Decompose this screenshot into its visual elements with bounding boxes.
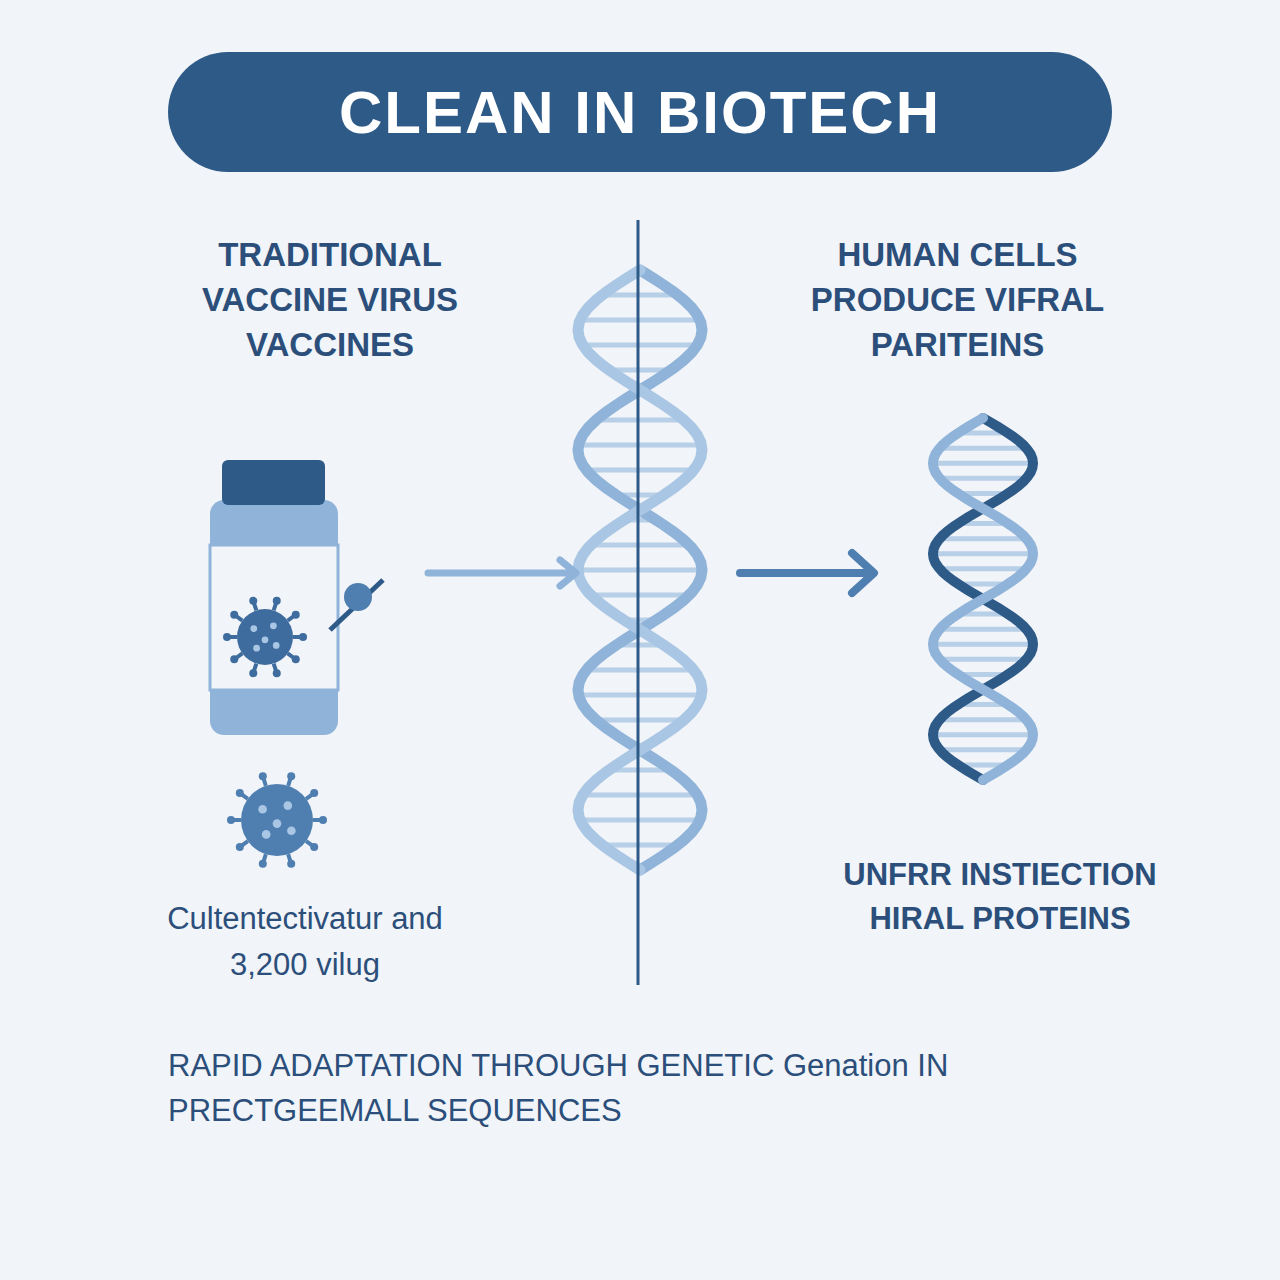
arrow bbox=[740, 553, 874, 593]
title: CLEAN IN BIOTECH bbox=[339, 78, 941, 147]
dna-helix bbox=[578, 270, 702, 870]
arrow bbox=[428, 560, 576, 586]
caption-text: Cultentectivatur and 3,200 vilug bbox=[150, 896, 460, 988]
section-heading: HUMAN CELLS PRODUCE VIFRAL PARITEINS bbox=[785, 232, 1130, 367]
vaccine-bottle bbox=[210, 460, 383, 735]
virus-icon bbox=[227, 772, 327, 867]
dna-helix bbox=[933, 418, 1033, 780]
virus-icon bbox=[223, 597, 307, 677]
title-banner: CLEAN IN BIOTECH bbox=[168, 52, 1112, 172]
section-heading: TRADITIONAL VACCINE VIRUS VACCINES bbox=[175, 232, 485, 367]
divider-line bbox=[637, 220, 640, 985]
caption-text: UNFRR INSTIECTION HIRAL PROTEINS bbox=[795, 853, 1205, 941]
footer-note: RAPID ADAPTATION THROUGH GENETIC Genatio… bbox=[168, 1043, 978, 1133]
